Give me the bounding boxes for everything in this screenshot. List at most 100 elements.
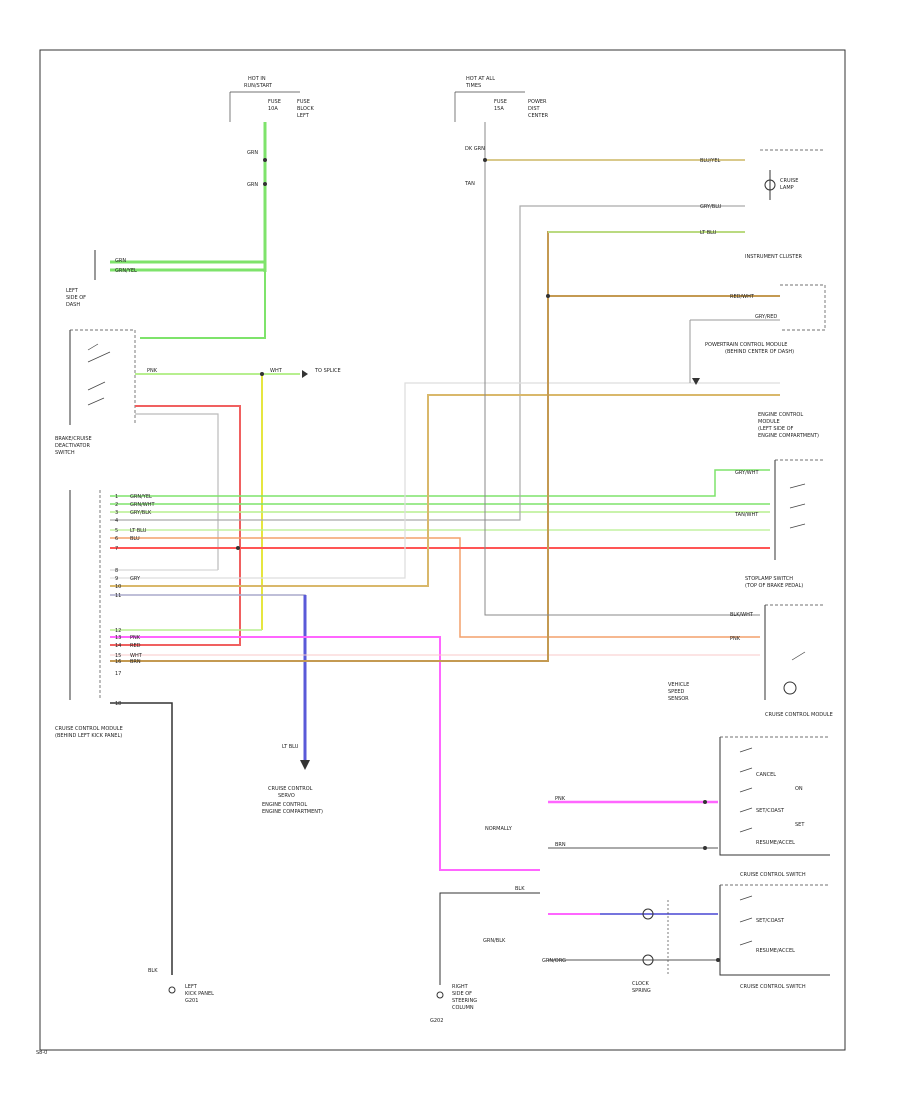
ground-left: BLK LEFT KICK PANEL G201 [110, 702, 214, 1004]
pin-10: 10 [115, 584, 121, 590]
wire-label-grn-1: GRN [247, 150, 258, 156]
wire-code-e: BLU [130, 536, 140, 542]
pin-7: 7 [115, 546, 118, 552]
wire-label-wht-top: WHT [270, 368, 283, 374]
brake-deactivator-switch: BRAKE/CRUISE DEACTIVATOR SWITCH [55, 329, 136, 456]
pin-11: 11 [115, 593, 121, 599]
switch-lower-bottom: CRUISE CONTROL SWITCH [740, 984, 806, 990]
vss-line2: SPEED [668, 689, 685, 695]
ecm-line3: (LEFT SIDE OF [758, 426, 794, 432]
ground-mid-line2: SIDE OF [452, 991, 472, 997]
wire-label-grn-3: GRN [115, 258, 126, 264]
wire-right-f: GRY/WHT [735, 470, 759, 476]
fuse-left-side3: LEFT [297, 113, 310, 119]
switch-lower-resume: RESUME/ACCEL [756, 948, 795, 954]
wire-right-c: LT BLU [700, 230, 717, 236]
wire-green-feed: GRN GRN GRN GRN/YEL [110, 122, 267, 339]
pin-18: 18 [115, 701, 121, 707]
splice-label: TO SPLICE [314, 368, 341, 374]
vss-line1: VEHICLE [668, 682, 689, 688]
ground-left-line2: KICK PANEL [185, 991, 214, 997]
wire-right-e: GRY/RED [755, 314, 777, 320]
relay-left-line2: SIDE OF [66, 295, 86, 301]
wire-label-brn-sw: BRN [555, 842, 566, 848]
fuse-right-side1: POWER [528, 99, 547, 105]
instrument-cluster: CRUISE LAMP BLU/YEL GRY/BLU LT BLU INSTR… [700, 149, 825, 260]
switch-lower-setcoast: SET/COAST [756, 918, 785, 924]
wire-right-h: BLK/WHT [730, 612, 754, 618]
stoplamp-line2: (TOP OF BRAKE PEDAL) [745, 583, 803, 589]
wire-label-blk-left: BLK [148, 968, 158, 974]
fuse-right-line3: FUSE [494, 99, 507, 105]
harness-pin-labels: 1 2 3 4 5 6 7 8 9 10 11 12 13 14 15 16 1… [115, 494, 155, 707]
fuse-left-side1: FUSE [297, 99, 310, 105]
wire-right-b: GRY/BLU [700, 204, 722, 210]
fuse-right-line4: 15A [494, 106, 504, 112]
wire-code-i: WHT [130, 653, 143, 659]
wire-yellow-splice: PNK WHT TO SPLICE [135, 368, 341, 630]
wire-label-blk-mid: BLK [515, 886, 525, 892]
pin-4: 4 [115, 518, 118, 524]
servo-line1: CRUISE CONTROL [268, 786, 313, 792]
pin-17: 17 [115, 671, 121, 677]
fuse-right-line2: TIMES [465, 83, 481, 89]
pin-16: 16 [115, 659, 121, 665]
fuse-right: HOT AT ALL TIMES FUSE 15A POWER DIST CEN… [454, 76, 549, 122]
fuse-left-line4: 10A [268, 106, 278, 112]
clock-spring-line1: CLOCK [632, 981, 650, 987]
pin-9: 9 [115, 576, 118, 582]
pin-14: 14 [115, 643, 121, 649]
wire-code-f: GRY [130, 576, 141, 582]
relay-left-line1: LEFT [66, 288, 79, 294]
wire-code-h: RED [130, 643, 141, 649]
relay-left-line3: DASH [66, 302, 80, 308]
fuse-right-line1: HOT AT ALL [466, 76, 495, 82]
fuse-left-line3: FUSE [268, 99, 281, 105]
ground-left-line1: LEFT [185, 984, 198, 990]
wire-right-a: BLU/YEL [700, 158, 721, 164]
brake-relay-line2: DEACTIVATOR [55, 443, 90, 449]
ecm-line4: ENGINE COMPARTMENT) [758, 433, 819, 439]
cruise-switch-lower: SET/COAST RESUME/ACCEL CRUISE CONTROL SW… [719, 872, 830, 990]
switch-upper-setcoast: SET/COAST [756, 808, 785, 814]
cruise-switch-upper: CANCEL SET/COAST RESUME/ACCEL ON SET [719, 736, 830, 856]
clock-spring-line2: SPRING [632, 988, 651, 994]
pin-8: 8 [115, 568, 118, 574]
wire-code-a: GRN/YEL [130, 494, 152, 500]
pin-13: 13 [115, 635, 121, 641]
wire-label-dkgrn: DK GRN [465, 146, 485, 152]
wire-label-grn-4: GRN/YEL [115, 268, 137, 274]
wire-right-k: GRN/ORG [542, 958, 566, 964]
cruise-lamp-line1: CRUISE [780, 178, 798, 184]
wire-right-j: GRN/BLK [483, 938, 506, 944]
wire-right-i: PNK [730, 636, 741, 642]
vehicle-speed-sensor: BLK/WHT PNK VEHICLE SPEED SENSOR CRUISE … [668, 604, 833, 718]
ground-mid-line3: STEERING [452, 998, 477, 1004]
fuse-right-side3: CENTER [528, 113, 549, 119]
servo-wire-code: LT BLU [282, 744, 299, 750]
pin-1: 1 [115, 494, 118, 500]
switch-upper-resume: RESUME/ACCEL [756, 840, 795, 846]
pcm-block: RED/WHT GRY/RED POWERTRAIN CONTROL MODUL… [689, 284, 826, 385]
pcm-line2: (BEHIND CENTER OF DASH) [725, 349, 794, 355]
wire-right-vertical: DK GRN TAN [464, 122, 760, 616]
brake-relay-line3: SWITCH [55, 450, 75, 456]
switch-lower-title: CRUISE CONTROL SWITCH [740, 872, 806, 878]
cruise-lamp-line2: LAMP [780, 185, 794, 191]
pin-2: 2 [115, 502, 118, 508]
switch-note: NORMALLY [485, 826, 513, 832]
pcm-line1: POWERTRAIN CONTROL MODULE [705, 342, 787, 348]
switch-upper-set: SET [795, 822, 805, 828]
ground-mid-id: G202 [430, 1018, 443, 1024]
page-code: S8-0 [36, 1050, 47, 1056]
cruise-module-line2: (BEHIND LEFT KICK PANEL) [55, 733, 122, 739]
instrument-cluster-label: INSTRUMENT CLUSTER [745, 254, 803, 260]
switch-upper-on: ON [795, 786, 803, 792]
vss-module-label: CRUISE CONTROL MODULE [765, 712, 833, 718]
fuse-left-line1: HOT IN [248, 76, 266, 82]
pin-5: 5 [115, 528, 118, 534]
clock-spring: CLOCK SPRING GRN/BLK GRN/ORG [483, 900, 720, 994]
fuse-right-side2: DIST [528, 106, 540, 112]
